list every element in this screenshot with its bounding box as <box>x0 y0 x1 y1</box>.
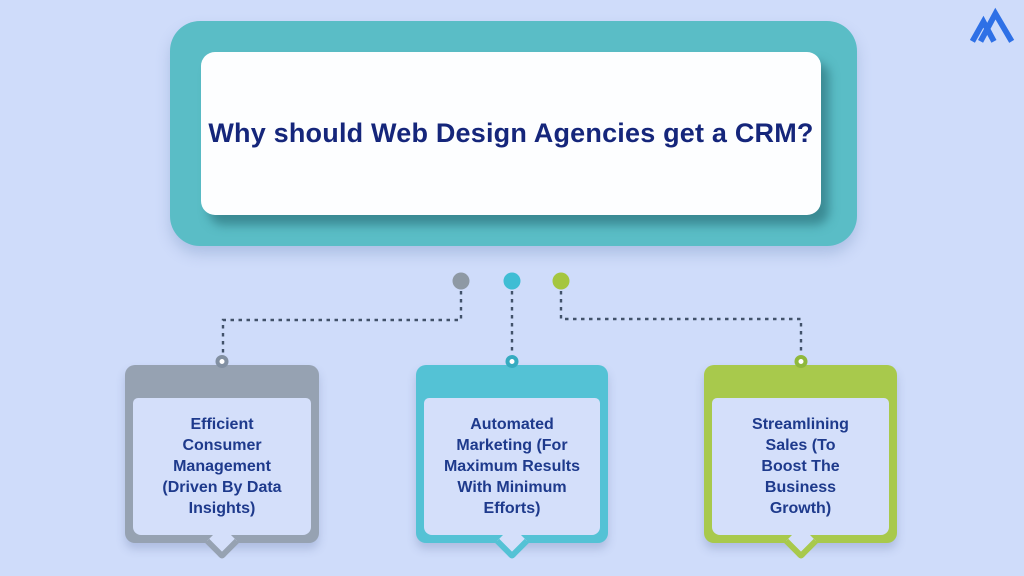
connector-right-path <box>559 291 803 354</box>
pin-circle-icon <box>505 355 519 368</box>
connector-left-path <box>221 291 463 354</box>
card-label: Automated Marketing (For Maximum Results… <box>443 415 581 518</box>
header-container: Why should Web Design Agencies get a CRM… <box>170 21 857 246</box>
card-label: Streamlining Sales (To Boost The Busines… <box>752 415 849 518</box>
card-body: Efficient Consumer Management (Driven By… <box>133 398 311 535</box>
lime-dot <box>552 272 570 290</box>
pin-circle-icon <box>215 355 229 368</box>
card-label: Efficient Consumer Management (Driven By… <box>162 415 282 518</box>
card-streamlining-sales: Streamlining Sales (To Boost The Busines… <box>704 355 897 560</box>
card-automated-marketing: Automated Marketing (For Maximum Results… <box>416 355 608 560</box>
teal-dot <box>503 272 521 290</box>
card-consumer-management: Efficient Consumer Management (Driven By… <box>125 355 319 560</box>
page-title: Why should Web Design Agencies get a CRM… <box>208 118 814 148</box>
card-body: Streamlining Sales (To Boost The Busines… <box>712 398 889 535</box>
pin-circle-icon <box>794 355 807 368</box>
gray-dot <box>452 272 470 290</box>
header-panel: Why should Web Design Agencies get a CRM… <box>201 52 821 215</box>
card-body: Automated Marketing (For Maximum Results… <box>424 398 600 535</box>
mountain-logo-icon <box>970 7 1015 43</box>
